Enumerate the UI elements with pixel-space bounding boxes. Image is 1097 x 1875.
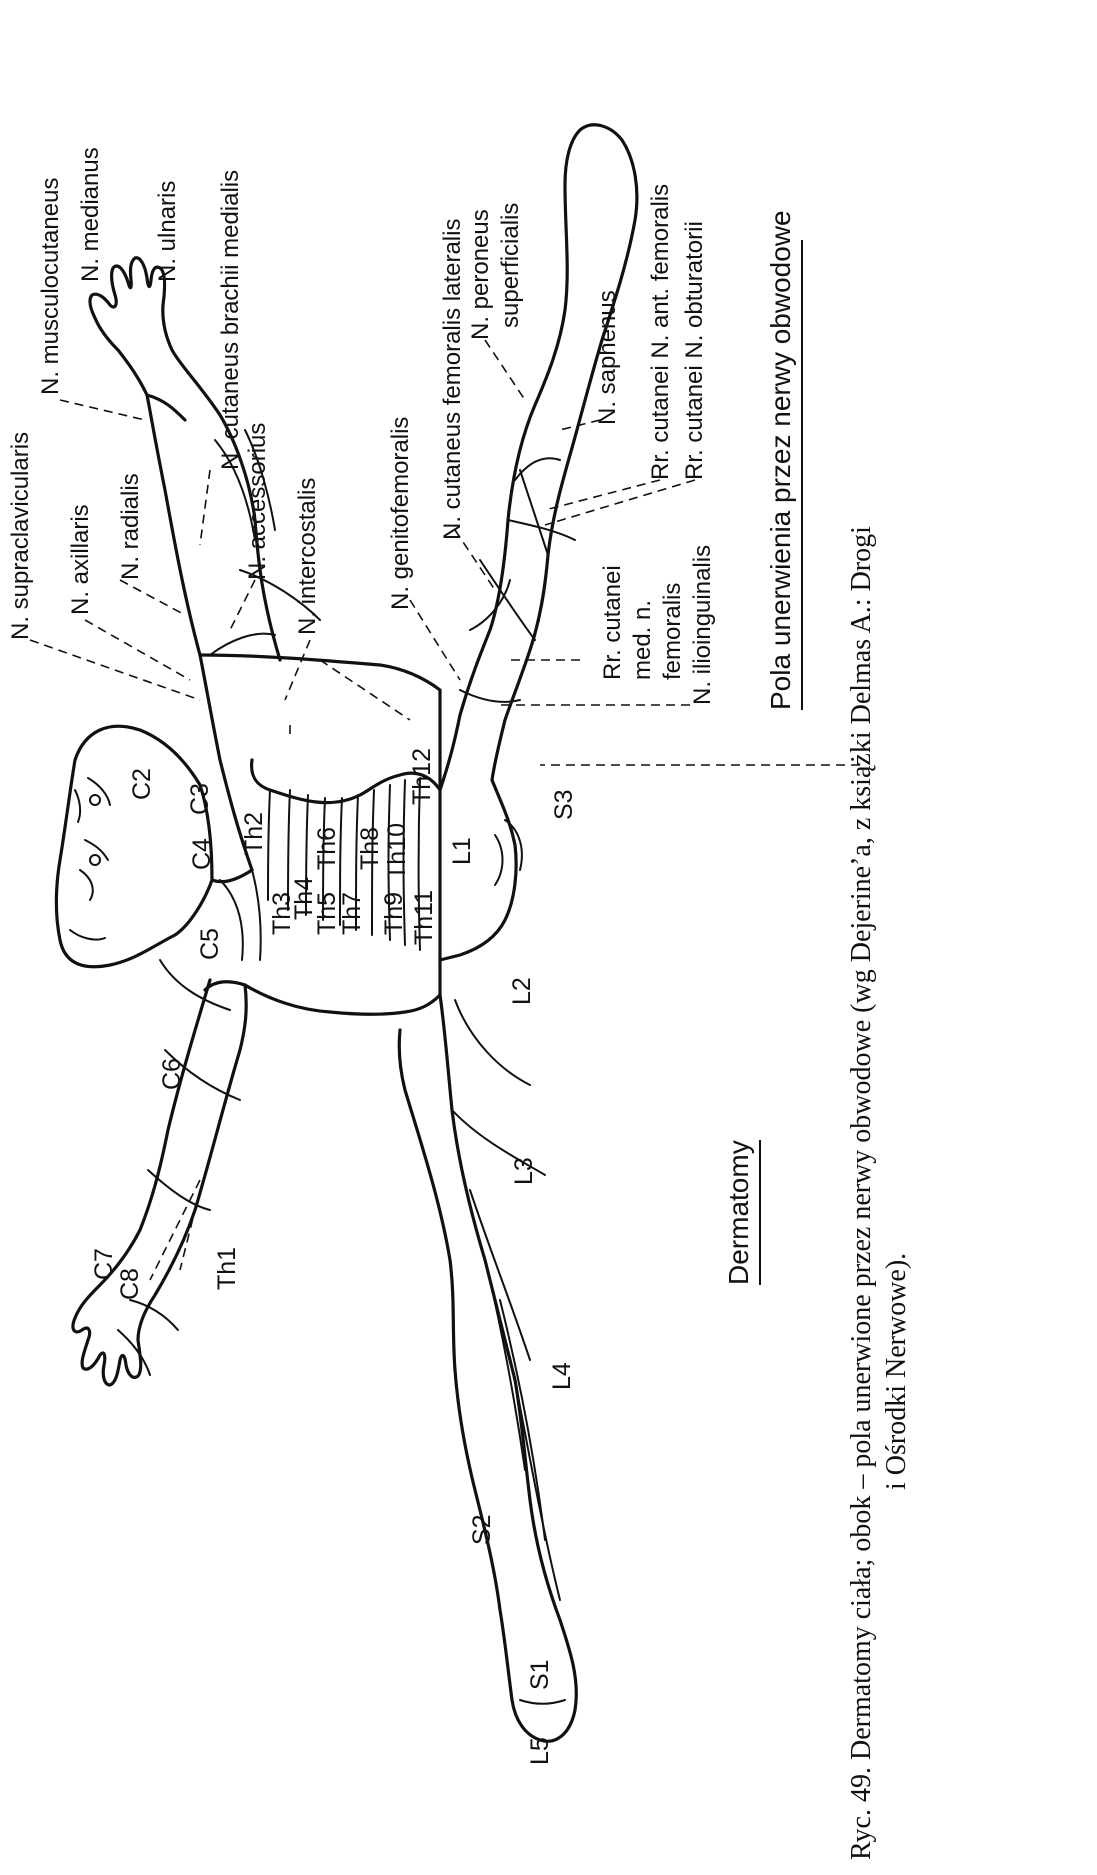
label-Th1: Th1 <box>213 1247 241 1290</box>
label-n-cutaneus-femoralis-lateralis: N. cutaneus femoralis lateralis <box>439 219 466 540</box>
label-S2: S2 <box>468 1514 496 1545</box>
caption-line-1: Ryc. 49. Dermatomy ciała; obok – pola un… <box>846 526 877 1860</box>
head-outline <box>54 724 214 969</box>
dermatome-labels: C2 C3 C4 C5 C6 C7 C8 Th1 Th2 Th3 Th4 Th5… <box>90 748 578 1765</box>
leg-upper-outline <box>438 123 639 792</box>
label-n-peroneus: N. peroneus <box>467 209 494 340</box>
label-C4: C4 <box>188 838 216 870</box>
label-rr-cutanei-obturatorii: Rr. cutanei N. obturatorii <box>681 221 708 480</box>
label-Th5: Th5 <box>313 892 341 935</box>
label-n-intercostalis: N. intercostalis <box>294 478 321 635</box>
label-rr-cutanei: Rr. cutanei <box>599 565 626 680</box>
label-C3: C3 <box>186 783 214 815</box>
label-Th9: Th9 <box>380 892 408 935</box>
label-C6: C6 <box>158 1058 186 1090</box>
label-Th11: Th11 <box>410 890 438 945</box>
label-Th6: Th6 <box>313 827 341 870</box>
label-C8: C8 <box>116 1268 144 1300</box>
label-n-accessorius: N. accessorius <box>244 423 271 580</box>
label-n-musculocutaneus: N. musculocutaneus <box>37 178 64 395</box>
label-n-axillaris: N. axillaris <box>67 504 94 615</box>
label-med-n: med. n. <box>629 600 656 680</box>
label-L5: L5 <box>526 1737 554 1765</box>
label-L4: L4 <box>548 1362 576 1390</box>
label-n-genitofemoralis: N. genitofemoralis <box>387 417 414 610</box>
label-Th8: Th8 <box>356 827 384 870</box>
label-Th10: Th10 <box>383 823 411 880</box>
label-n-medianus: N. medianus <box>77 147 104 282</box>
torso-outline <box>243 758 442 1016</box>
label-n-supraclavicularis: N. supraclavicularis <box>7 432 34 640</box>
label-n-cutaneus-brachii-medialis: N. cutaneus brachii medialis <box>217 170 244 470</box>
caption-line-2: i Ośrodki Nerwowe). <box>881 1253 912 1490</box>
label-femoralis: femoralis <box>659 583 686 680</box>
label-n-radialis: N. radialis <box>117 473 144 580</box>
title-pola-unerwienia: Pola unerwienia przez nerwy obwodowe <box>765 210 796 710</box>
label-L3: L3 <box>510 1157 538 1185</box>
label-Th4: Th4 <box>290 877 318 920</box>
label-C5: C5 <box>196 928 224 960</box>
label-Th3: Th3 <box>268 892 296 935</box>
arm-lower-outline <box>71 978 248 1387</box>
label-S3: S3 <box>550 789 578 820</box>
leader-lines <box>29 339 860 1281</box>
nerve-labels: N. supraclavicularis N. musculocutaneus … <box>7 147 716 705</box>
body-outline <box>54 123 639 1743</box>
label-Th7: Th7 <box>338 892 366 935</box>
label-L2: L2 <box>508 977 536 1005</box>
label-n-saphenus: N. saphenus <box>594 290 621 425</box>
label-n-ilioinguinalis: N. ilioinguinalis <box>689 545 716 705</box>
label-C2: C2 <box>128 768 156 800</box>
label-n-ulnaris: N. ulnaris <box>154 181 181 282</box>
label-L1: L1 <box>448 837 476 865</box>
label-superficialis: superficialis <box>497 203 524 328</box>
arm-upper-outline <box>88 256 282 662</box>
label-rr-cutanei-ant-femoralis: Rr. cutanei N. ant. femoralis <box>647 184 674 480</box>
dermatome-boundaries <box>117 777 566 1705</box>
caption: Ryc. 49. Dermatomy ciała; obok – pola un… <box>846 526 912 1860</box>
section-titles: Dermatomy Pola unerwienia przez nerwy ob… <box>723 210 803 1285</box>
nerve-boundaries <box>209 429 549 703</box>
title-dermatomy: Dermatomy <box>723 1140 754 1285</box>
label-C7: C7 <box>90 1248 118 1280</box>
label-Th12: Th12 <box>408 748 436 805</box>
label-Th2: Th2 <box>240 812 268 855</box>
label-S1: S1 <box>526 1659 554 1690</box>
